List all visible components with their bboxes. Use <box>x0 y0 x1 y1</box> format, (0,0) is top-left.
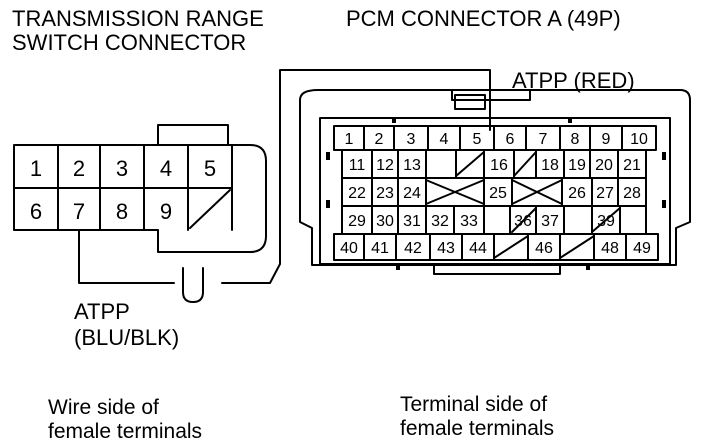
pcm-terminal-20: 20 <box>595 157 613 174</box>
empty-cavity-slash <box>455 151 485 177</box>
left-terminal-7: 7 <box>73 199 85 224</box>
pcm-terminal-22: 22 <box>348 185 366 202</box>
caption-left-line-2: female terminals <box>48 420 203 443</box>
left-terminal-3: 3 <box>116 156 128 181</box>
left-terminal-4: 4 <box>160 156 172 181</box>
empty-cavity-slash <box>513 151 537 177</box>
pcm-terminal-1: 1 <box>345 131 354 148</box>
pcm-terminal-10: 10 <box>630 131 648 148</box>
left-empty-cavity-slash <box>189 189 231 229</box>
empty-cavity-cross <box>511 179 563 205</box>
pcm-terminal-27: 27 <box>596 185 614 202</box>
pcm-terminal-16: 16 <box>490 157 508 174</box>
pcm-terminal-37: 37 <box>541 213 559 230</box>
pcm-terminal-19: 19 <box>568 157 586 174</box>
empty-cavity-slash <box>591 207 621 233</box>
caption-left-line-1: Wire side of <box>48 396 159 419</box>
pcm-cell <box>619 205 647 235</box>
pcm-bottom-key <box>433 263 561 275</box>
pcm-empty-cavity-marks <box>425 151 621 259</box>
pcm-terminal-42: 42 <box>404 240 422 257</box>
atpp-wire <box>78 69 491 303</box>
pcm-terminal-8: 8 <box>571 131 580 148</box>
pcm-terminal-33: 33 <box>460 213 478 230</box>
pcm-terminal-11: 11 <box>349 157 366 174</box>
pcm-terminal-36: 36 <box>514 213 532 230</box>
wire-label-atpp-red: ATPP (RED) <box>512 68 635 93</box>
left-terminal-2: 2 <box>73 156 85 181</box>
left-terminal-5: 5 <box>204 156 216 181</box>
pcm-terminal-cells <box>333 125 659 261</box>
pcm-terminal-49: 49 <box>633 240 651 257</box>
pcm-terminal-3: 3 <box>407 131 416 148</box>
pcm-terminal-46: 46 <box>535 240 553 257</box>
pcm-terminal-29: 29 <box>348 213 366 230</box>
pcm-outer-housing <box>299 89 691 266</box>
pcm-terminal-13: 13 <box>403 157 421 174</box>
pcm-terminal-43: 43 <box>437 240 455 257</box>
pcm-terminal-12: 12 <box>376 157 394 174</box>
pcm-terminal-30: 30 <box>376 213 394 230</box>
wire-label-atpp-line-2: (BLU/BLK) <box>74 325 180 350</box>
left-title-line-2: SWITCH CONNECTOR <box>12 30 247 55</box>
pcm-inner-housing <box>319 117 671 265</box>
left-terminal-8: 8 <box>116 199 128 224</box>
pcm-terminal-39: 39 <box>597 213 615 230</box>
transmission-range-switch-connector <box>13 124 267 253</box>
empty-cavity-cross <box>425 179 485 205</box>
pcm-terminal-48: 48 <box>601 240 619 257</box>
pcm-terminal-2: 2 <box>375 131 384 148</box>
pcm-terminal-23: 23 <box>376 185 394 202</box>
pcm-terminal-41: 41 <box>371 240 389 257</box>
pcm-terminal-6: 6 <box>506 131 515 148</box>
left-terminal-6: 6 <box>30 199 42 224</box>
pcm-terminal-26: 26 <box>568 185 586 202</box>
caption-right-line-2: female terminals <box>400 417 555 440</box>
pcm-terminal-25: 25 <box>489 185 507 202</box>
left-connector-housing <box>13 144 267 253</box>
pcm-terminal-5: 5 <box>473 131 482 148</box>
pcm-terminal-40: 40 <box>340 240 358 257</box>
pcm-terminal-18: 18 <box>541 157 559 174</box>
pcm-terminal-44: 44 <box>469 240 487 257</box>
pcm-terminal-7: 7 <box>539 131 548 148</box>
pcm-cell <box>483 205 511 235</box>
pcm-cell <box>425 149 457 179</box>
atpp-wire-jumper <box>182 267 204 303</box>
left-terminal-9: 9 <box>160 199 172 224</box>
pcm-terminal-21: 21 <box>623 157 641 174</box>
wire-label-atpp-line-1: ATPP <box>74 299 130 324</box>
empty-cavity-slash <box>493 235 529 259</box>
pcm-terminal-24: 24 <box>403 185 421 202</box>
pcm-latch-slot <box>454 94 486 110</box>
atpp-wire-right <box>221 69 491 284</box>
right-title: PCM CONNECTOR A (49P) <box>346 6 621 31</box>
empty-cavity-slash <box>511 207 537 233</box>
pcm-terminal-31: 31 <box>403 213 421 230</box>
pcm-connector-a <box>299 89 691 275</box>
pcm-terminal-32: 32 <box>431 213 449 230</box>
left-terminal-1: 1 <box>30 156 42 181</box>
left-terminal-labels: 1 2 3 4 5 6 7 8 9 <box>30 156 216 224</box>
left-title-line-1: TRANSMISSION RANGE <box>12 6 264 31</box>
pcm-top-latch <box>451 89 531 101</box>
caption-right-line-1: Terminal side of <box>400 393 548 416</box>
left-connector-latch <box>157 124 229 146</box>
pcm-terminal-9: 9 <box>602 131 611 148</box>
pcm-terminal-28: 28 <box>623 185 641 202</box>
empty-cavity-slash <box>559 235 595 259</box>
atpp-wire-left <box>78 229 175 284</box>
pcm-terminal-4: 4 <box>440 131 449 148</box>
pcm-cell <box>625 233 659 261</box>
pcm-cell <box>563 205 593 235</box>
